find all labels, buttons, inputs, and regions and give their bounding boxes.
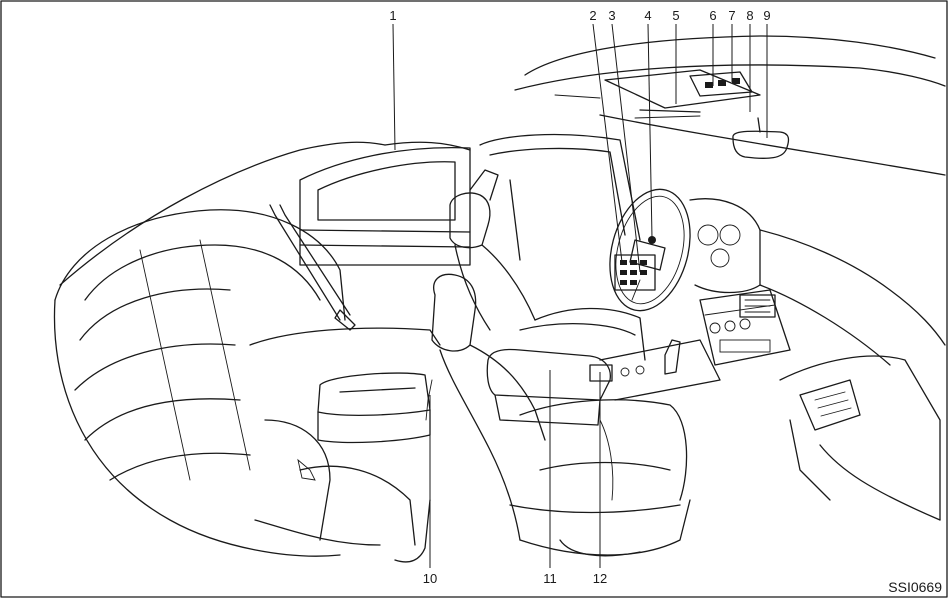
front-passenger-seat	[431, 273, 691, 557]
rear-seat	[53, 209, 441, 557]
callout-9: 9	[763, 8, 770, 23]
roof-headliner	[59, 35, 946, 286]
callout-4: 4	[644, 8, 651, 23]
callout-6: 6	[709, 8, 716, 23]
callout-12: 12	[593, 571, 607, 586]
instrument-panel	[689, 198, 946, 366]
rearview-mirror	[732, 117, 790, 159]
floor-details	[394, 379, 433, 563]
callout-labels: 1 2 3 4 5 6 7 8 9 10 11 12	[389, 8, 770, 586]
callout-1: 1	[389, 8, 396, 23]
callout-7: 7	[728, 8, 735, 23]
steering-wheel	[609, 188, 691, 312]
center-console	[486, 339, 721, 426]
rear-seatbelts	[269, 204, 356, 331]
figure-code: SSI0669	[888, 579, 942, 595]
callout-10: 10	[423, 571, 437, 586]
driver-seat	[449, 169, 646, 361]
overhead-console	[604, 69, 761, 119]
callout-8: 8	[746, 8, 753, 23]
callout-2: 2	[589, 8, 596, 23]
passenger-door	[779, 355, 941, 521]
callout-11: 11	[543, 571, 557, 586]
rear-armrest	[317, 372, 431, 444]
leader-lines	[392, 23, 768, 568]
window-frames	[299, 133, 641, 266]
callout-5: 5	[672, 8, 679, 23]
seat-switch-panel	[614, 254, 656, 291]
callout-3: 3	[608, 8, 615, 23]
